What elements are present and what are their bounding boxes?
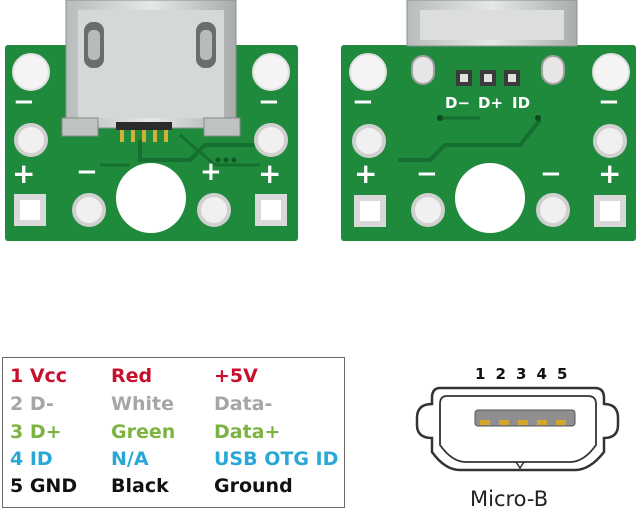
pin-number: 1 — [475, 365, 486, 383]
front-mark-2: + — [258, 157, 281, 190]
pad — [254, 123, 288, 157]
pin-number: 5 — [557, 365, 568, 383]
back-signal-label-2: ID — [512, 94, 530, 112]
back-mark-0: − — [352, 87, 374, 117]
mounting-hole — [12, 53, 50, 91]
center-hole — [455, 163, 525, 233]
pin-row-5: 5 GND Black Ground — [3, 475, 344, 502]
signal-name: Ground — [214, 475, 293, 497]
connector-label: Micro-B — [470, 487, 549, 511]
usb-connector-front — [61, 0, 241, 142]
pin-label: 2 D- — [10, 393, 54, 415]
pad — [536, 193, 570, 227]
pin-number: 3 — [516, 365, 527, 383]
boards-photo: + − + − − + — [5, 0, 636, 241]
back-mark-1: + — [354, 157, 377, 190]
pad — [197, 193, 231, 227]
pad — [352, 124, 386, 158]
back-board: D− D+ ID − + − + − − — [341, 0, 636, 241]
back-signal-label-1: D+ — [478, 94, 503, 112]
back-mark-2: − — [598, 87, 620, 117]
signal-name: USB OTG ID — [214, 448, 339, 470]
pin-row-2: 2 D- White Data- — [3, 393, 344, 420]
front-mark-0: + — [12, 157, 35, 190]
back-mark-5: − — [540, 159, 562, 189]
wire-color: Red — [111, 365, 153, 387]
signal-name: +5V — [214, 365, 258, 387]
pin-row-3: 3 D+ Green Data+ — [3, 421, 344, 448]
pin-table: 1 Vcc Red +5V 2 D- White Data- 3 D+ Gree… — [2, 357, 345, 508]
front-mark-5: + — [200, 157, 222, 187]
connector-shell — [415, 386, 620, 472]
micro-b-connector-diagram — [415, 386, 620, 472]
mounting-hole — [252, 53, 290, 91]
mounting-hole — [349, 53, 387, 91]
pin-number: 4 — [536, 365, 547, 383]
pin-number: 2 — [495, 365, 506, 383]
pin-row-4: 4 ID N/A USB OTG ID — [3, 448, 344, 475]
front-mark-4: − — [76, 157, 98, 187]
mounting-hole — [592, 53, 630, 91]
wire-color: N/A — [111, 448, 149, 470]
front-mark-3: − — [258, 87, 280, 117]
front-board: + − + − − + — [5, 0, 298, 241]
back-mark-4: − — [416, 159, 438, 189]
wire-color: White — [111, 393, 174, 415]
signal-name: Data+ — [214, 421, 281, 443]
wire-color: Black — [111, 475, 169, 497]
pad — [14, 123, 48, 157]
pad — [72, 193, 106, 227]
pin-row-1: 1 Vcc Red +5V — [3, 365, 344, 392]
back-mark-3: + — [598, 157, 621, 190]
pad — [411, 193, 445, 227]
pin-label: 4 ID — [10, 448, 53, 470]
pin-label: 1 Vcc — [10, 365, 68, 387]
center-hole — [116, 163, 186, 233]
signal-name: Data- — [214, 393, 273, 415]
pin-label: 3 D+ — [10, 421, 62, 443]
wire-color: Green — [111, 421, 176, 443]
pin-label: 5 GND — [10, 475, 78, 497]
front-mark-1: − — [13, 87, 35, 117]
back-signal-label-0: D− — [445, 94, 470, 112]
pad — [593, 124, 627, 158]
